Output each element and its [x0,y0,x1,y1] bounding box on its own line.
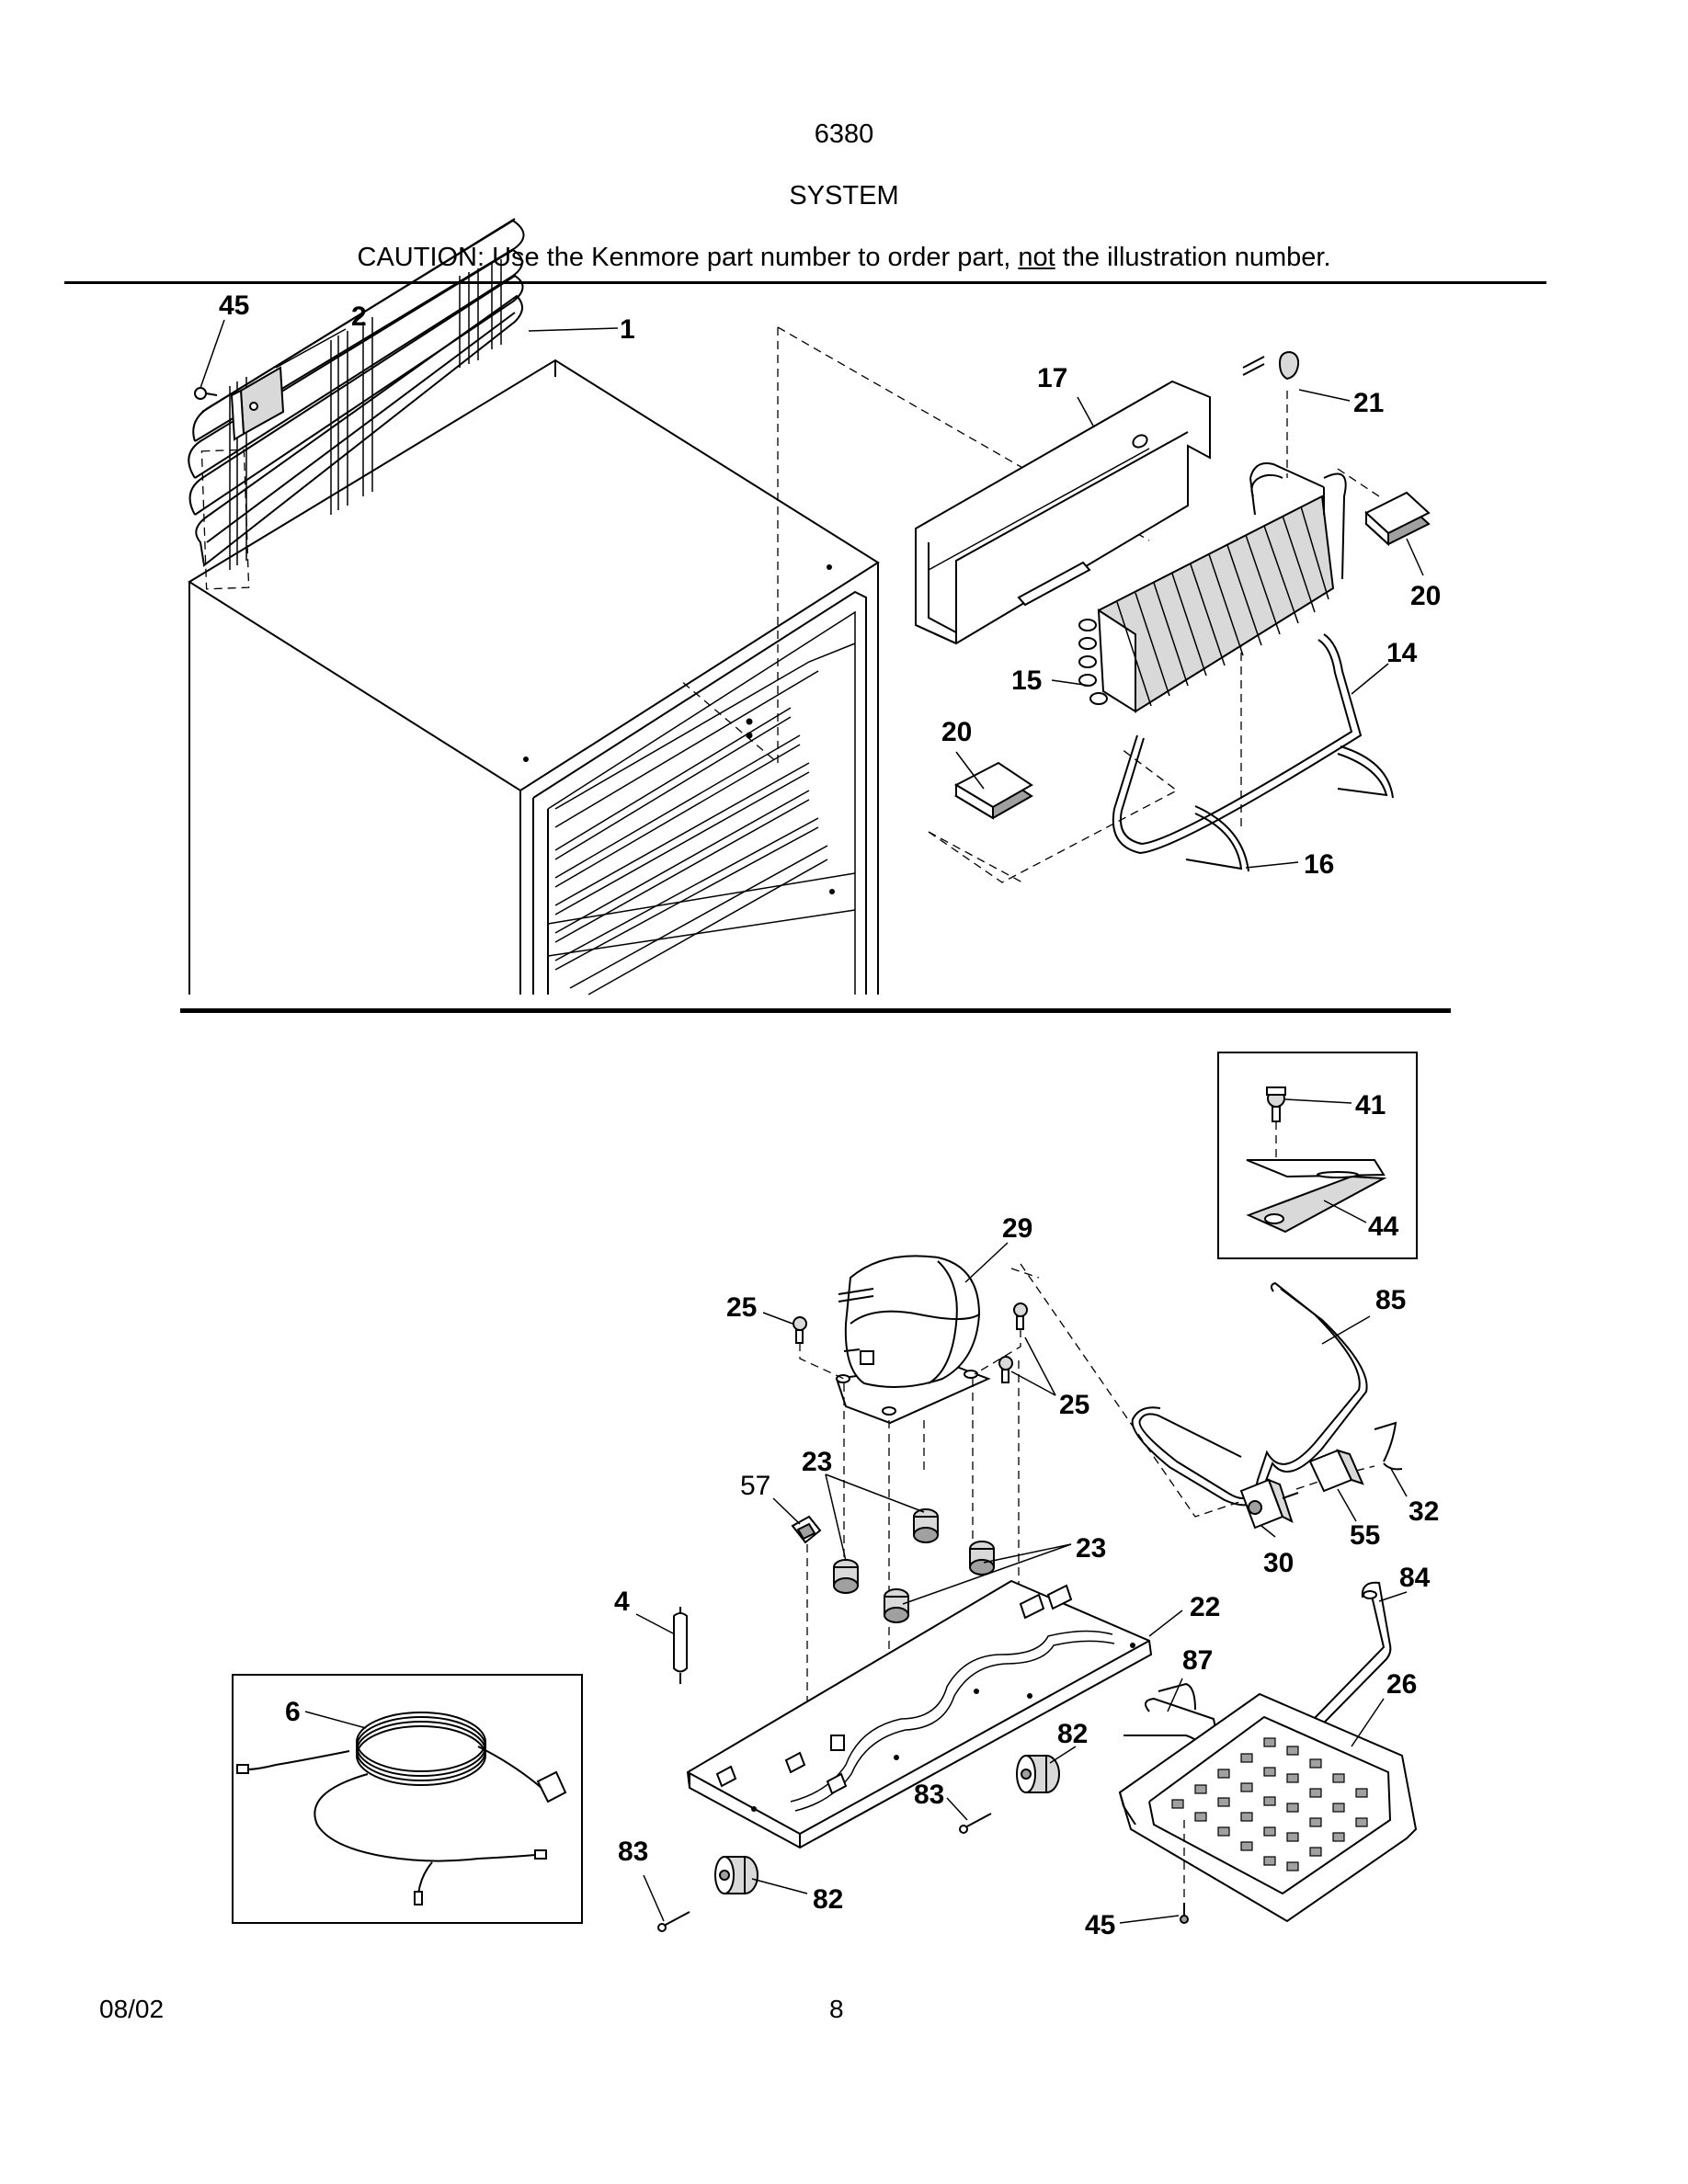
compressor-bolts [793,1302,1028,1383]
callout-44: 44 [1368,1211,1399,1242]
evaporator-clip-lower [953,761,1033,820]
callout-21: 21 [1353,388,1384,418]
callout-85: 85 [1375,1285,1406,1315]
callout-87: 87 [1182,1645,1213,1676]
caution-suffix: the illustration number. [1055,243,1331,272]
drain-pan [1118,1692,1418,1923]
callout-1: 1 [620,314,635,345]
mounting-screw-left [657,1911,690,1932]
mounting-screw-right [959,1813,992,1834]
accumulator-sensor [1242,350,1300,381]
wire-connector [1374,1421,1403,1471]
evaporator [1078,462,1347,713]
callout-30: 30 [1263,1548,1294,1578]
callout-4: 4 [614,1587,630,1617]
callout-16: 16 [1304,849,1334,880]
callout-84: 84 [1399,1563,1431,1593]
caution-note: CAUTION: Use the Kenmore part number to … [0,243,1688,273]
power-cord [236,1712,567,1905]
overload-protector [1308,1449,1364,1493]
callout-55: 55 [1350,1520,1380,1551]
mounting-bracket-detail [1246,1086,1387,1234]
coil-bracket [230,366,285,441]
condenser-coil [188,218,525,590]
callout-83-left: 83 [618,1837,648,1867]
callout-20-upper: 20 [1410,581,1441,611]
drain-pan-screw [1180,1903,1189,1924]
callout-32: 32 [1409,1496,1439,1527]
upper-guide-lines [679,326,1380,883]
page-number: 8 [829,1995,844,2023]
callout-83-right: 83 [914,1780,944,1810]
callout-25-right: 25 [1059,1390,1089,1420]
callout-leaders [200,319,1424,1924]
callout-82-left: 82 [813,1884,843,1915]
callout-15: 15 [1011,665,1042,696]
compressor [835,1255,991,1425]
callout-45-bottom: 45 [1085,1910,1115,1940]
callout-14: 14 [1386,638,1418,668]
heater-clips [1185,745,1394,872]
callout-41: 41 [1355,1090,1386,1120]
callout-23-lower: 23 [1076,1533,1106,1564]
callout-labels: 45 2 1 17 21 20 14 15 20 16 41 44 29 25 … [219,290,1441,1940]
bracket-detail-box [1217,1052,1418,1259]
rubber-grommets [833,1508,995,1623]
header-rule [64,281,1546,284]
caution-prefix: CAUTION: Use the Kenmore part number to … [357,243,1019,272]
power-cord-detail-box [232,1674,583,1924]
screw-top [194,387,218,400]
callout-45-top: 45 [219,290,249,321]
start-relay [1239,1478,1299,1530]
callout-25-left: 25 [726,1292,757,1323]
callout-20-lower: 20 [941,717,972,747]
callout-22: 22 [1190,1592,1220,1622]
leveling-foot-left [714,1856,758,1894]
callout-26: 26 [1386,1669,1417,1700]
callout-23-upper: 23 [802,1447,832,1477]
callout-82-right: 82 [1057,1719,1088,1749]
filter-drier [673,1607,688,1684]
footer-date: 08/02 [99,1995,165,2023]
section-divider [180,1008,1451,1013]
evaporator-clip-upper [1364,491,1431,547]
leveling-foot-right [1016,1755,1060,1793]
callout-57: 57 [740,1471,770,1501]
refrigerator-cabinet [188,358,880,995]
model-number: 6380 [814,119,874,149]
caution-emphasis: not [1018,243,1055,272]
section-title: SYSTEM [789,181,899,210]
callout-17: 17 [1037,363,1067,393]
callout-29: 29 [1002,1213,1032,1244]
evaporator-cover [915,380,1211,645]
callout-6: 6 [285,1697,301,1727]
compressor-base-plate [686,1579,1153,1849]
callout-2: 2 [351,301,367,332]
